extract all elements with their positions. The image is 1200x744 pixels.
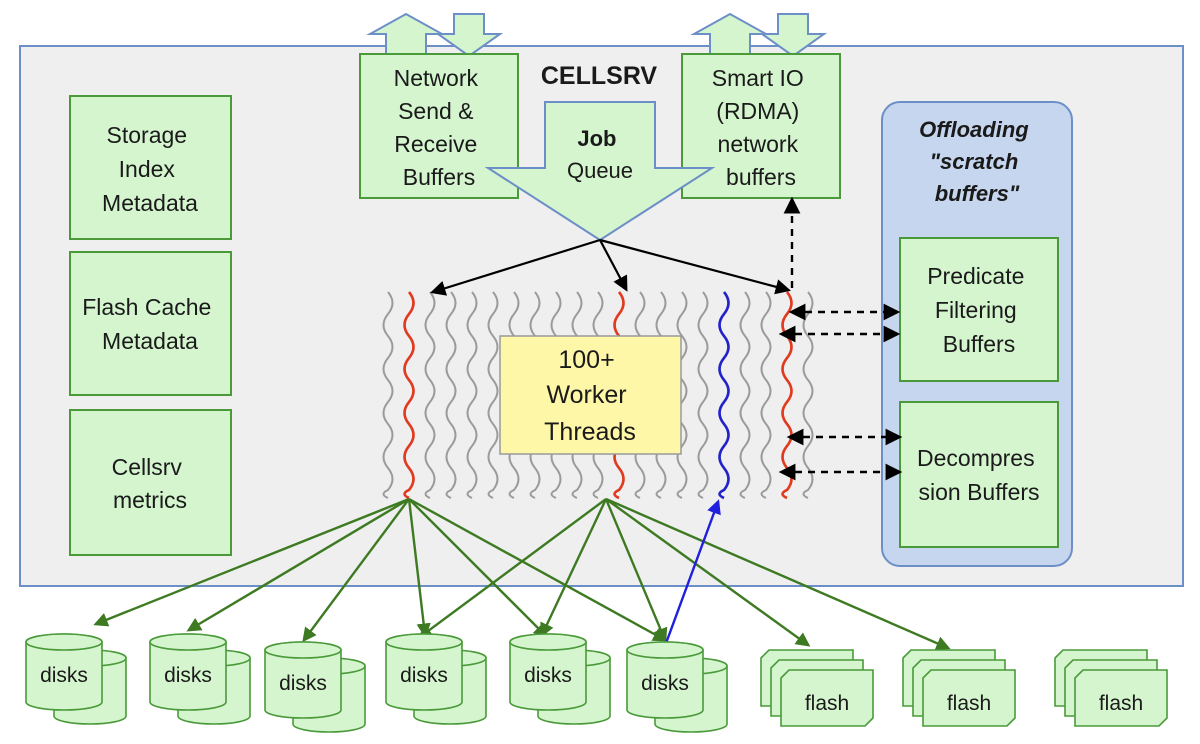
storage-index-label: Storage Index Metadata: [102, 122, 198, 216]
network-buffers-box: [359, 53, 519, 199]
worker-thread: [466, 291, 478, 499]
worker-thread: [424, 291, 436, 499]
active-thread-rdma: [718, 291, 730, 500]
offload-title: Offloading "scratch buffers": [919, 117, 1035, 206]
smartio-buffers-box: [681, 53, 841, 199]
cellsrv-metrics-box: [69, 409, 232, 556]
disk-stack: disks: [264, 641, 366, 733]
disk-label: disks: [400, 664, 448, 687]
decompression-buffers-box: [899, 401, 1059, 548]
disk-io-arrows: [93, 497, 951, 650]
disk-stack: disks: [626, 641, 728, 733]
network-buffers-label: Network Send & Receive Buffers: [394, 65, 485, 190]
storage-index-box: [69, 95, 232, 240]
worker-thread: [760, 291, 772, 499]
disk-label: disks: [164, 664, 212, 687]
flash-label: flash: [805, 692, 849, 715]
worker-thread: [445, 291, 457, 499]
flash-label: flash: [1099, 692, 1143, 715]
flash-cache-box: [69, 251, 232, 396]
decompression-buffers-label: Decompres sion Buffers: [917, 445, 1041, 505]
predicate-buffers-label: Predicate Filtering Buffers: [927, 263, 1031, 357]
cellsrv-metrics-label: Cellsrv metrics: [112, 454, 189, 513]
flash-stack: flash: [1054, 649, 1168, 727]
worker-threads-box: [499, 335, 682, 455]
worker-threads-label: 100+ Worker Threads: [544, 346, 636, 446]
active-thread: [403, 291, 415, 500]
smartio-arrows: [690, 12, 828, 58]
job-queue-arrow: [484, 101, 716, 242]
dispatch-arrows: [430, 238, 791, 296]
job-queue-label: Job Queue: [567, 126, 633, 183]
disk-label: disks: [40, 664, 88, 687]
storage-devices: disks disks disks disks disks disks flash flash…: [25, 633, 1168, 733]
network-io-arrows: [366, 12, 504, 58]
flash-label: flash: [947, 692, 991, 715]
flash-stack: flash: [760, 649, 874, 727]
cellsrv-title: CELLSRV: [541, 62, 658, 90]
scratch-buffer-links: [778, 196, 903, 481]
flash-stack: flash: [902, 649, 1016, 727]
disk-label: disks: [641, 672, 689, 695]
flash-cache-label: Flash Cache Metadata: [82, 294, 218, 354]
worker-thread: [487, 291, 499, 499]
disk-label: disks: [524, 664, 572, 687]
predicate-buffers-box: [899, 237, 1059, 382]
disk-label: disks: [279, 672, 327, 695]
rdma-io-arrow: [663, 499, 721, 647]
worker-thread: [739, 291, 751, 499]
worker-thread: [697, 291, 709, 499]
worker-thread: [676, 291, 688, 499]
disk-stack: disks: [385, 633, 487, 725]
disk-stack: disks: [509, 633, 611, 725]
disk-stack: disks: [149, 633, 251, 725]
smartio-buffers-label: Smart IO (RDMA) network buffers: [712, 65, 810, 190]
disk-stack: disks: [25, 633, 127, 725]
worker-thread: [382, 291, 394, 499]
